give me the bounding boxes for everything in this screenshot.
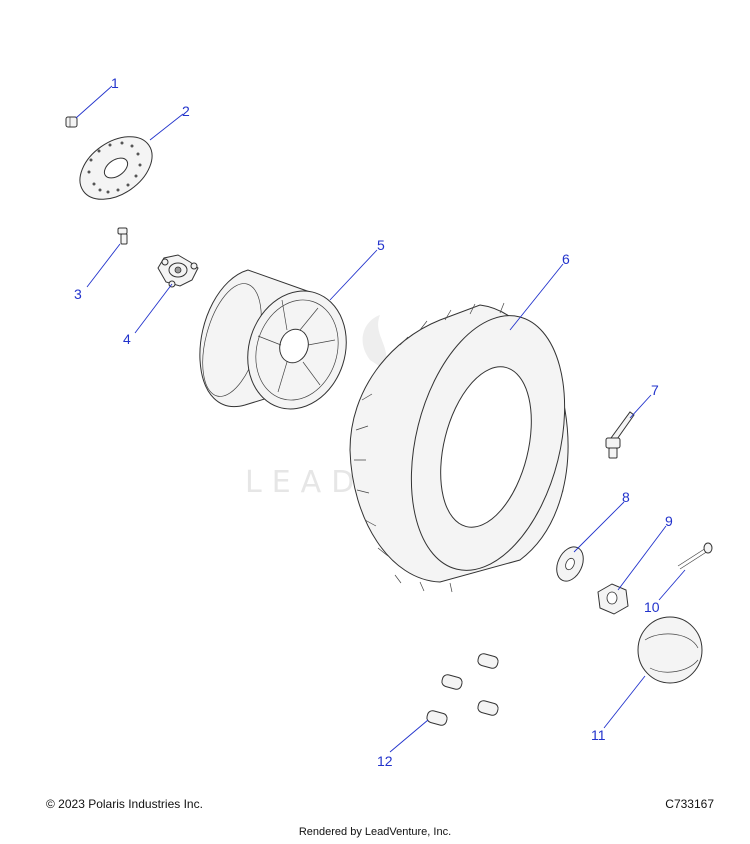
callout-7: 7 — [651, 382, 659, 398]
callout-3: 3 — [74, 286, 82, 302]
leader-5 — [329, 249, 378, 301]
callout-12: 12 — [377, 753, 393, 769]
watermark-flame-icon — [362, 315, 387, 370]
copyright-text: © 2023 Polaris Industries Inc. — [46, 797, 203, 811]
rendered-by-text: Rendered by LeadVenture, Inc. — [298, 826, 452, 838]
part-8-washer[interactable] — [552, 543, 589, 586]
leader-11 — [603, 675, 646, 729]
callout-labels: 1 2 3 4 5 6 7 8 9 10 11 12 — [74, 75, 673, 769]
part-2-brake-disc[interactable] — [68, 124, 163, 212]
part-7-valve-stem[interactable] — [605, 411, 635, 459]
part-10-cotter-pin[interactable] — [677, 542, 713, 570]
callout-5: 5 — [377, 237, 385, 253]
callout-10: 10 — [644, 599, 660, 615]
part-6-tire[interactable] — [349, 299, 589, 593]
part-9-castle-nut[interactable] — [597, 583, 629, 615]
part-4-hub[interactable] — [157, 254, 199, 288]
callout-9: 9 — [665, 513, 673, 529]
callout-8: 8 — [622, 489, 630, 505]
leader-4 — [134, 283, 173, 334]
leader-lines — [75, 85, 686, 753]
leader-8 — [573, 501, 625, 553]
diagram-code: C733167 — [665, 797, 714, 811]
part-3-stud[interactable] — [117, 227, 128, 245]
callout-2: 2 — [182, 103, 190, 119]
callout-11: 11 — [591, 727, 606, 743]
leader-10 — [658, 569, 686, 601]
callout-6: 6 — [562, 251, 570, 267]
part-5-wheel-rim[interactable] — [192, 269, 361, 422]
leader-9 — [617, 525, 667, 591]
part-11-wheel-cap[interactable] — [637, 616, 703, 684]
leader-6 — [509, 263, 564, 331]
callout-4: 4 — [123, 331, 131, 347]
callout-1: 1 — [111, 75, 119, 91]
part-12-lug-nuts[interactable] — [426, 653, 499, 727]
leader-12 — [389, 719, 429, 753]
leader-7 — [629, 394, 652, 419]
leader-2 — [149, 113, 184, 141]
part-1-bolt[interactable] — [65, 116, 78, 128]
leader-3 — [86, 243, 121, 288]
leader-1 — [75, 85, 113, 119]
